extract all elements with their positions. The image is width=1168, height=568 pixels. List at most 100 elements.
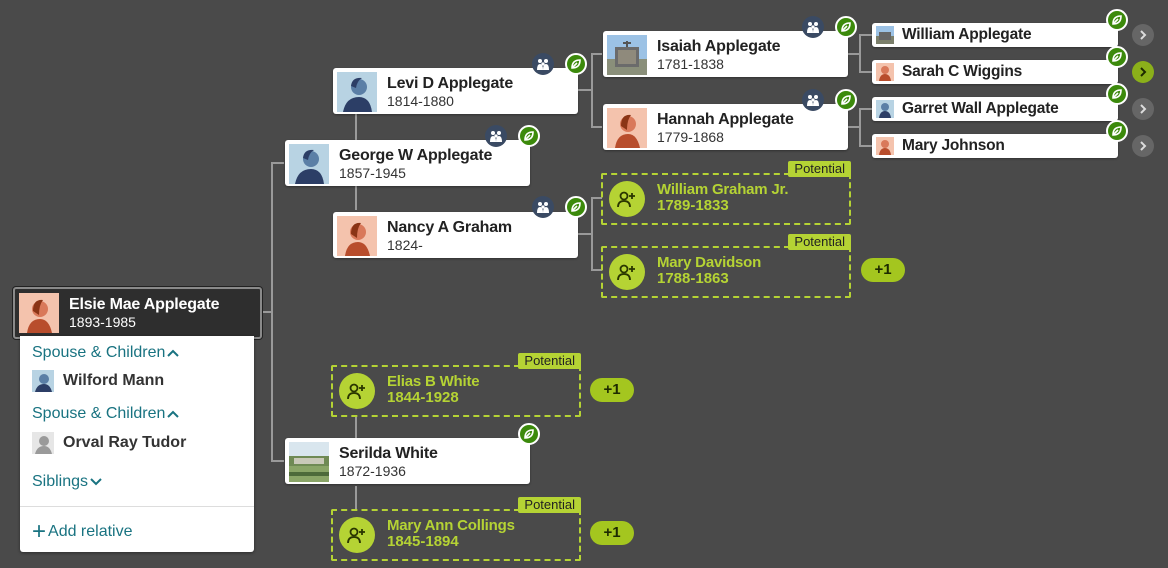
person-dates: 1779-1868 — [657, 129, 724, 145]
panel-divider — [20, 506, 254, 507]
add-person-icon — [609, 254, 645, 290]
add-relative-button[interactable]: +Add relative — [32, 518, 133, 546]
potential-parent-william-graham[interactable]: Potential William Graham Jr. 1789-1833 — [601, 161, 851, 225]
more-potentials-button[interactable]: +1 — [590, 521, 634, 545]
male-avatar — [289, 144, 329, 184]
person-dates: 1857-1945 — [339, 165, 406, 181]
person-card-isaiah[interactable]: Isaiah Applegate 1781-1838 — [603, 31, 848, 77]
chevron-right-icon[interactable] — [1132, 61, 1154, 83]
male-avatar — [337, 72, 377, 112]
person-name: Hannah Applegate — [657, 111, 794, 128]
siblings-label: Siblings — [32, 473, 89, 490]
person-name: Elsie Mae Applegate — [69, 296, 220, 313]
leaf-hint-icon[interactable] — [565, 196, 587, 218]
spouse-children-toggle-1[interactable]: Spouse & Children — [32, 344, 180, 362]
leaf-hint-icon[interactable] — [518, 423, 540, 445]
plus-icon: + — [32, 518, 47, 545]
landscape-photo — [289, 442, 329, 482]
more-potentials-button[interactable]: +1 — [861, 258, 905, 282]
potential-badge: Potential — [788, 234, 851, 250]
potential-name: Mary Ann Collings — [387, 517, 515, 534]
person-dates: 1814-1880 — [387, 93, 454, 109]
female-avatar — [607, 108, 647, 148]
person-name: Garret Wall Applegate — [902, 100, 1059, 117]
spouse-name: Orval Ray Tudor — [63, 434, 187, 451]
family-group-icon[interactable] — [532, 53, 554, 75]
person-dates: 1893-1985 — [69, 314, 136, 330]
potential-dates: 1844-1928 — [387, 389, 459, 406]
leaf-hint-icon[interactable] — [518, 125, 540, 147]
female-avatar — [876, 63, 894, 81]
person-card-garret[interactable]: Garret Wall Applegate — [872, 97, 1118, 121]
female-avatar — [19, 293, 59, 333]
root-person-panel: Spouse & Children Wilford Mann Spouse & … — [20, 336, 254, 552]
person-name: Isaiah Applegate — [657, 38, 781, 55]
family-group-icon[interactable] — [485, 125, 507, 147]
family-group-icon[interactable] — [532, 196, 554, 218]
person-silhouette-avatar — [32, 432, 54, 454]
leaf-hint-icon[interactable] — [1106, 9, 1128, 31]
more-potentials-button[interactable]: +1 — [590, 378, 634, 402]
chevron-up-icon — [167, 410, 180, 418]
potential-dates: 1845-1894 — [387, 533, 459, 550]
person-card-mary-johnson[interactable]: Mary Johnson — [872, 134, 1118, 158]
landscape-photo — [876, 26, 894, 44]
leaf-hint-icon[interactable] — [835, 16, 857, 38]
person-name: Levi D Applegate — [387, 75, 514, 92]
person-name: Mary Johnson — [902, 137, 1005, 154]
add-person-icon — [339, 373, 375, 409]
potential-parent-mary-collings[interactable]: Potential Mary Ann Collings 1845-1894 — [331, 497, 581, 561]
person-name: Serilda White — [339, 445, 438, 462]
spouse-children-label: Spouse & Children — [32, 344, 166, 361]
person-name: George W Applegate — [339, 147, 493, 164]
siblings-toggle[interactable]: Siblings — [32, 473, 102, 491]
spouse-children-toggle-2[interactable]: Spouse & Children — [32, 405, 180, 423]
person-card-levi[interactable]: Levi D Applegate 1814-1880 — [333, 68, 578, 114]
leaf-hint-icon[interactable] — [565, 53, 587, 75]
spouse-children-label: Spouse & Children — [32, 405, 166, 422]
male-avatar — [32, 370, 54, 392]
chevron-right-icon[interactable] — [1132, 98, 1154, 120]
chevron-right-icon[interactable] — [1132, 24, 1154, 46]
chevron-up-icon — [167, 349, 180, 357]
spouse-name: Wilford Mann — [63, 372, 165, 389]
person-name: William Applegate — [902, 26, 1032, 43]
person-card-sarah[interactable]: Sarah C Wiggins — [872, 60, 1118, 84]
root-person-card-elsie[interactable]: Elsie Mae Applegate 1893-1985 — [13, 287, 262, 339]
potential-badge: Potential — [788, 161, 851, 177]
person-dates: 1872-1936 — [339, 463, 406, 479]
add-relative-label: Add relative — [48, 523, 133, 540]
person-card-william[interactable]: William Applegate — [872, 23, 1118, 47]
leaf-hint-icon[interactable] — [1106, 83, 1128, 105]
potential-badge: Potential — [518, 497, 581, 513]
potential-parent-mary-davidson[interactable]: Potential Mary Davidson 1788-1863 — [601, 234, 851, 298]
female-avatar — [337, 216, 377, 256]
potential-name: William Graham Jr. — [657, 181, 789, 198]
potential-dates: 1788-1863 — [657, 270, 729, 287]
potential-badge: Potential — [518, 353, 581, 369]
potential-parent-elias-white[interactable]: Potential Elias B White 1844-1928 — [331, 353, 581, 417]
monument-photo — [607, 35, 647, 75]
potential-name: Mary Davidson — [657, 254, 762, 271]
person-card-nancy[interactable]: Nancy A Graham 1824- — [333, 212, 578, 258]
leaf-hint-icon[interactable] — [835, 89, 857, 111]
person-dates: 1824- — [387, 237, 423, 253]
potential-name: Elias B White — [387, 373, 480, 390]
person-card-george[interactable]: George W Applegate 1857-1945 — [285, 140, 530, 186]
female-avatar — [876, 137, 894, 155]
person-name: Sarah C Wiggins — [902, 63, 1023, 80]
family-group-icon[interactable] — [802, 16, 824, 38]
male-avatar — [876, 100, 894, 118]
family-group-icon[interactable] — [802, 89, 824, 111]
potential-dates: 1789-1833 — [657, 197, 729, 214]
person-name: Nancy A Graham — [387, 219, 512, 236]
chevron-right-icon[interactable] — [1132, 135, 1154, 157]
add-person-icon — [339, 517, 375, 553]
person-card-serilda[interactable]: Serilda White 1872-1936 — [285, 438, 530, 484]
add-person-icon — [609, 181, 645, 217]
person-card-hannah[interactable]: Hannah Applegate 1779-1868 — [603, 104, 848, 150]
leaf-hint-icon[interactable] — [1106, 120, 1128, 142]
leaf-hint-icon[interactable] — [1106, 46, 1128, 68]
person-dates: 1781-1838 — [657, 56, 724, 72]
